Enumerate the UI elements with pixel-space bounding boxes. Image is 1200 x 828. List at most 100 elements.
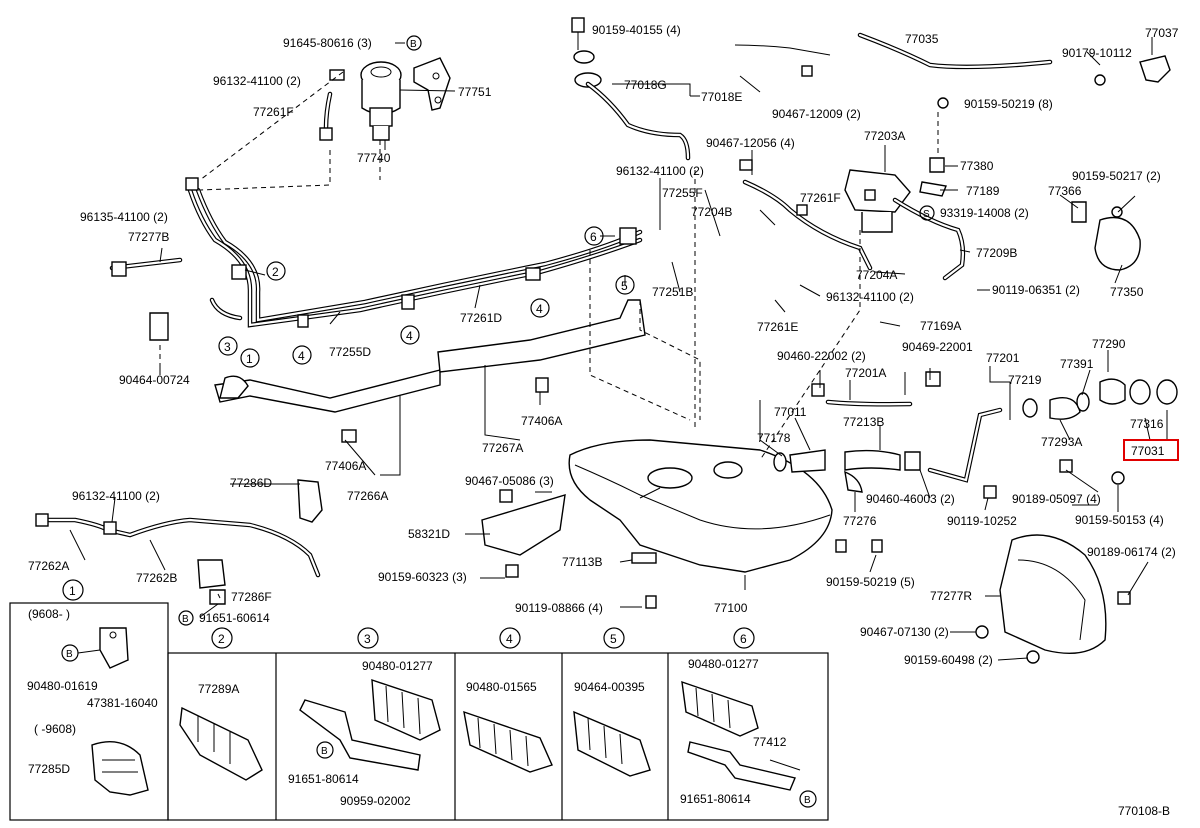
label-77286f: 77286F xyxy=(231,590,272,604)
label-77100: 77100 xyxy=(714,601,748,615)
panel-4-label-0: 90480-01565 xyxy=(466,680,537,694)
label-90159-60323: 90159-60323 (3) xyxy=(378,570,467,584)
label-90179-10112: 90179-10112 xyxy=(1062,46,1132,60)
label-77261d: 77261D xyxy=(460,311,502,325)
label-90189-06174: 90189-06174 (2) xyxy=(1087,545,1176,559)
filler-neck-drawing xyxy=(773,371,997,553)
label-77219: 77219 xyxy=(1008,373,1042,387)
panel-3-label-2: 90959-02002 xyxy=(340,794,411,808)
label-77035: 77035 xyxy=(905,32,939,46)
label-77262a: 77262A xyxy=(28,559,69,573)
panel-4-number: 4 xyxy=(506,632,513,646)
label-91645-80616: 91645-80616 (3) xyxy=(283,36,372,50)
label-77204b: 77204B xyxy=(691,205,732,219)
highlight-box-77031 xyxy=(1123,439,1179,461)
label-77255d: 77255D xyxy=(329,345,371,359)
label-77316: 77316 xyxy=(1130,417,1164,431)
label-90159-50153: 90159-50153 (4) xyxy=(1075,513,1164,527)
panel-1-b: B xyxy=(66,649,73,660)
fuel-tank-drawing xyxy=(481,439,833,609)
label-77293a: 77293A xyxy=(1041,435,1082,449)
leader-lines xyxy=(69,37,1168,661)
callout-3: 3 xyxy=(224,340,231,354)
panel-1-range-top: (9608- ) xyxy=(28,607,70,621)
label-90119-06351: 90119-06351 (2) xyxy=(992,283,1080,297)
callout-1: 1 xyxy=(246,352,253,366)
label-90189-05097: 90189-05097 (4) xyxy=(1012,492,1101,506)
label-77178: 77178 xyxy=(757,431,791,445)
label-90460-22002: 90460-22002 (2) xyxy=(777,349,866,363)
label-77209b: 77209B xyxy=(976,246,1017,260)
label-90159-50219-b: 90159-50219 (5) xyxy=(826,575,915,589)
panel-6-label-2: 91651-80614 xyxy=(680,792,751,806)
label-77261f-a: 77261F xyxy=(253,105,294,119)
label-77277r: 77277R xyxy=(930,589,972,603)
detail-panels: 1 (9608- ) B 90480-01619 47381-16040 ( -… xyxy=(9,579,829,821)
callout-2: 2 xyxy=(272,265,279,279)
panel-2-label-0: 77289A xyxy=(198,682,239,696)
label-90469-22001: 90469-22001 xyxy=(902,340,973,354)
label-90460-46003: 90460-46003 (2) xyxy=(866,492,955,506)
label-77213b: 77213B xyxy=(843,415,884,429)
label-58321d: 58321D xyxy=(408,527,450,541)
label-77201: 77201 xyxy=(986,351,1020,365)
callout-4c: 4 xyxy=(536,302,543,316)
callout-markers: 2 3 1 4 4 4 6 5 B S B xyxy=(178,35,935,626)
fuel-lines-drawing xyxy=(109,177,643,341)
breather-lines-drawing xyxy=(571,17,1171,161)
label-77266a: 77266A xyxy=(347,489,388,503)
panel-5-number: 5 xyxy=(610,632,617,646)
label-77277b: 77277B xyxy=(128,230,169,244)
label-77011: 77011 xyxy=(774,405,807,419)
panel-6-label-0: 90480-01277 xyxy=(688,657,759,671)
label-77037: 77037 xyxy=(1145,26,1179,40)
label-90467-12009: 90467-12009 (2) xyxy=(772,107,861,121)
label-93319-14008: 93319-14008 (2) xyxy=(940,206,1029,220)
label-96132-41100-d: 96132-41100 (2) xyxy=(72,489,160,503)
label-90159-50217: 90159-50217 (2) xyxy=(1072,169,1161,183)
label-91651-60614: 91651-60614 xyxy=(199,611,270,625)
label-90119-10252: 90119-10252 xyxy=(947,514,1017,528)
label-77204a: 77204A xyxy=(856,268,897,282)
label-77031: 77031 xyxy=(1131,444,1165,458)
diagram-id: 770108-B xyxy=(1118,804,1170,818)
valve-cluster-drawing xyxy=(739,97,966,281)
panel-3-label-1: 91651-80614 xyxy=(288,772,359,786)
label-96135-41100: 96135-41100 (2) xyxy=(80,210,168,224)
label-77113b: 77113B xyxy=(562,555,602,569)
panel-1-label-c: 77285D xyxy=(28,762,70,776)
label-77018g: 77018G xyxy=(624,78,667,92)
part-labels: 91645-80616 (3) 96132-41100 (2) 77261F 7… xyxy=(28,23,1179,667)
panel-6-number: 6 xyxy=(740,632,747,646)
callout-6: 6 xyxy=(590,230,597,244)
panel-3-number: 3 xyxy=(364,632,371,646)
panels-frame xyxy=(167,652,829,821)
label-77406a-a: 77406A xyxy=(521,414,562,428)
panel-6-label-1: 77412 xyxy=(753,735,787,749)
panel-6-b: B xyxy=(804,795,811,806)
label-77391: 77391 xyxy=(1060,357,1094,371)
label-77406a-b: 77406A xyxy=(325,459,366,473)
panel-1-label-b: 47381-16040 xyxy=(87,696,158,710)
panel-1-range-bottom: ( -9608) xyxy=(34,722,76,736)
label-90159-60498: 90159-60498 (2) xyxy=(904,653,993,667)
label-77255f: 77255F xyxy=(662,186,703,200)
label-77380: 77380 xyxy=(960,159,994,173)
label-77169a: 77169A xyxy=(920,319,961,333)
filler-cap-drawing xyxy=(927,201,1178,485)
splash-shield-drawing xyxy=(975,534,1131,664)
protector-brackets-drawing xyxy=(214,299,646,523)
label-90159-40155: 90159-40155 (4) xyxy=(592,23,681,37)
label-96132-41100-c: 96132-41100 (2) xyxy=(826,290,914,304)
label-77290: 77290 xyxy=(1092,337,1126,351)
label-77276: 77276 xyxy=(843,514,877,528)
panel-3-b: B xyxy=(321,746,328,757)
label-90159-50219-a: 90159-50219 (8) xyxy=(964,97,1053,111)
panel-5-label-0: 90464-00395 xyxy=(574,680,645,694)
label-77189: 77189 xyxy=(966,184,1000,198)
panel-3-label-0: 90480-01277 xyxy=(362,659,433,673)
label-96132-41100-b: 96132-41100 (2) xyxy=(616,164,704,178)
label-77286d: 77286D xyxy=(230,476,272,490)
callout-5: 5 xyxy=(621,279,628,293)
